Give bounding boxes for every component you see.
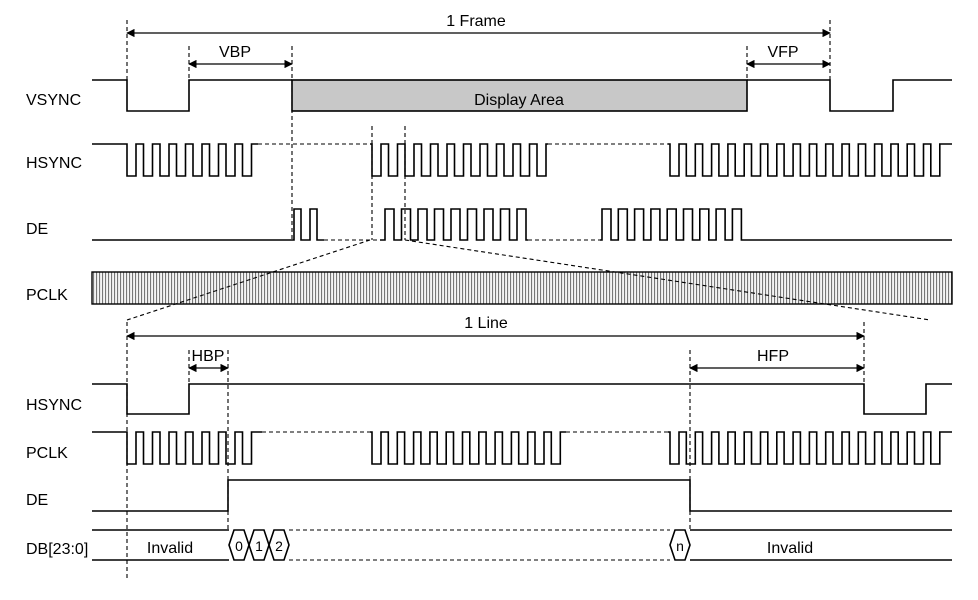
signal-label-pclk-frame: PCLK [26, 287, 68, 304]
de-line-waveform [92, 479, 952, 512]
db-cell-2 [268, 529, 290, 561]
vfp-label: VFP [767, 44, 798, 61]
hsync-line-waveform [92, 383, 952, 415]
db-pixel-n: n [676, 538, 684, 554]
db-pixel-2: 2 [275, 538, 283, 554]
display-area-box [291, 79, 748, 112]
zoom-line [126, 239, 371, 321]
pclk-line-waveform [92, 431, 952, 465]
frame-label: 1 Frame [446, 13, 506, 30]
signal-label-vsync: VSYNC [26, 92, 81, 109]
db-pixel-1: 1 [255, 538, 263, 554]
signal-label-hsync-frame: HSYNC [26, 155, 82, 172]
vsync-waveform [92, 79, 952, 112]
de-frame-waveform [92, 208, 952, 241]
signal-label-de-line: DE [26, 492, 48, 509]
db-pixel-0: 0 [235, 538, 243, 554]
db-invalid-left: Invalid [147, 540, 193, 557]
hfp-label: HFP [757, 348, 789, 365]
vbp-label: VBP [219, 44, 251, 61]
signal-label-hsync-line: HSYNC [26, 397, 82, 414]
signal-label-pclk-line: PCLK [26, 445, 68, 462]
hsync-frame-waveform [92, 143, 952, 177]
signal-label-de-frame: DE [26, 221, 48, 238]
pclk-frame-band [91, 271, 953, 305]
db-invalid-right: Invalid [767, 540, 813, 557]
display-area-label: Display Area [474, 92, 564, 109]
signal-label-db: DB[23:0] [26, 541, 88, 558]
line-label: 1 Line [464, 315, 508, 332]
zoom-line [404, 239, 931, 321]
db-cell-n [669, 529, 691, 561]
hbp-label: HBP [192, 348, 225, 365]
